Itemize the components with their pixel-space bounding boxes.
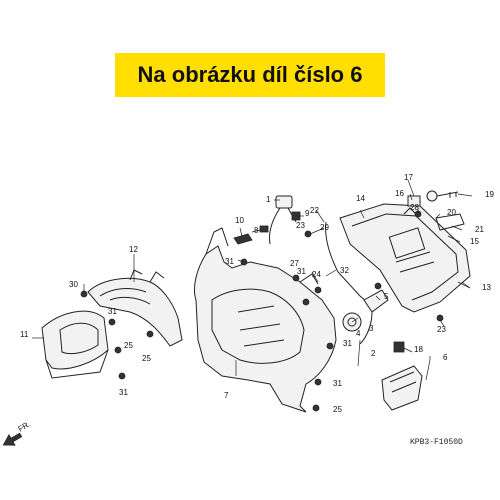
part-22-rod: [325, 221, 373, 307]
front-direction-arrow: FR.: [2, 419, 33, 446]
callout-32: 32: [340, 266, 349, 275]
callout-3: 3: [369, 324, 374, 333]
part-10-clip: [233, 233, 253, 245]
callout-22: 22: [310, 206, 319, 215]
callout-14: 14: [356, 194, 365, 203]
part-7-body-cover: [193, 227, 337, 413]
callout-21: 21: [475, 225, 484, 234]
banner-text: Na obrázku díl číslo 6: [137, 62, 363, 87]
callout-18: 18: [414, 345, 423, 354]
callout-16: 16: [395, 189, 404, 198]
callout-23-right: 23: [437, 325, 446, 334]
callout-11: 11: [20, 330, 29, 339]
callout-2: 2: [371, 349, 376, 358]
callout-27: 27: [290, 259, 299, 268]
callout-labels: 1 2 3 4 5 6 7 8 9 10 11 12 13 14 15 16 1…: [20, 173, 494, 414]
callout-31-e: 31: [333, 379, 342, 388]
callout-30: 30: [69, 280, 78, 289]
part-12-inner-cover: [87, 269, 183, 347]
callout-12: 12: [129, 245, 138, 254]
callout-20: 20: [447, 208, 456, 217]
callout-13: 13: [482, 283, 491, 292]
callout-31-a: 31: [108, 307, 117, 316]
callout-8: 8: [254, 226, 259, 235]
part-19-key-lock: [403, 190, 465, 231]
callout-9: 9: [305, 209, 310, 218]
direction-label: FR.: [17, 419, 33, 433]
callout-25-left: 25: [124, 341, 133, 350]
callout-23-top: 23: [296, 221, 305, 230]
callout-24: 24: [312, 270, 321, 279]
callout-10: 10: [235, 216, 244, 225]
part-11-cover: [41, 310, 109, 379]
title-banner: Na obrázku díl číslo 6: [115, 53, 385, 97]
callout-5: 5: [384, 292, 389, 301]
callout-19: 19: [485, 190, 494, 199]
callout-31-f: 31: [119, 388, 128, 397]
leader-lines: [32, 179, 473, 381]
callout-4: 4: [356, 329, 361, 338]
callout-31-d: 31: [343, 339, 352, 348]
callout-25-bot: 25: [333, 405, 342, 414]
part-6-latch: [381, 341, 423, 411]
callout-6: 6: [443, 353, 448, 362]
callout-15: 15: [470, 237, 479, 246]
callout-28: 28: [410, 203, 419, 212]
callout-7: 7: [224, 391, 229, 400]
callout-25-mid: 25: [142, 354, 151, 363]
callout-31-b: 31: [225, 257, 234, 266]
callout-29: 29: [320, 223, 329, 232]
diagram-code: KPB3-F1050D: [410, 438, 463, 447]
part-2-hinge: [342, 282, 389, 345]
bolts: [80, 210, 444, 412]
callout-1: 1: [266, 195, 271, 204]
callout-31-c: 31: [297, 267, 306, 276]
callout-17: 17: [404, 173, 413, 182]
